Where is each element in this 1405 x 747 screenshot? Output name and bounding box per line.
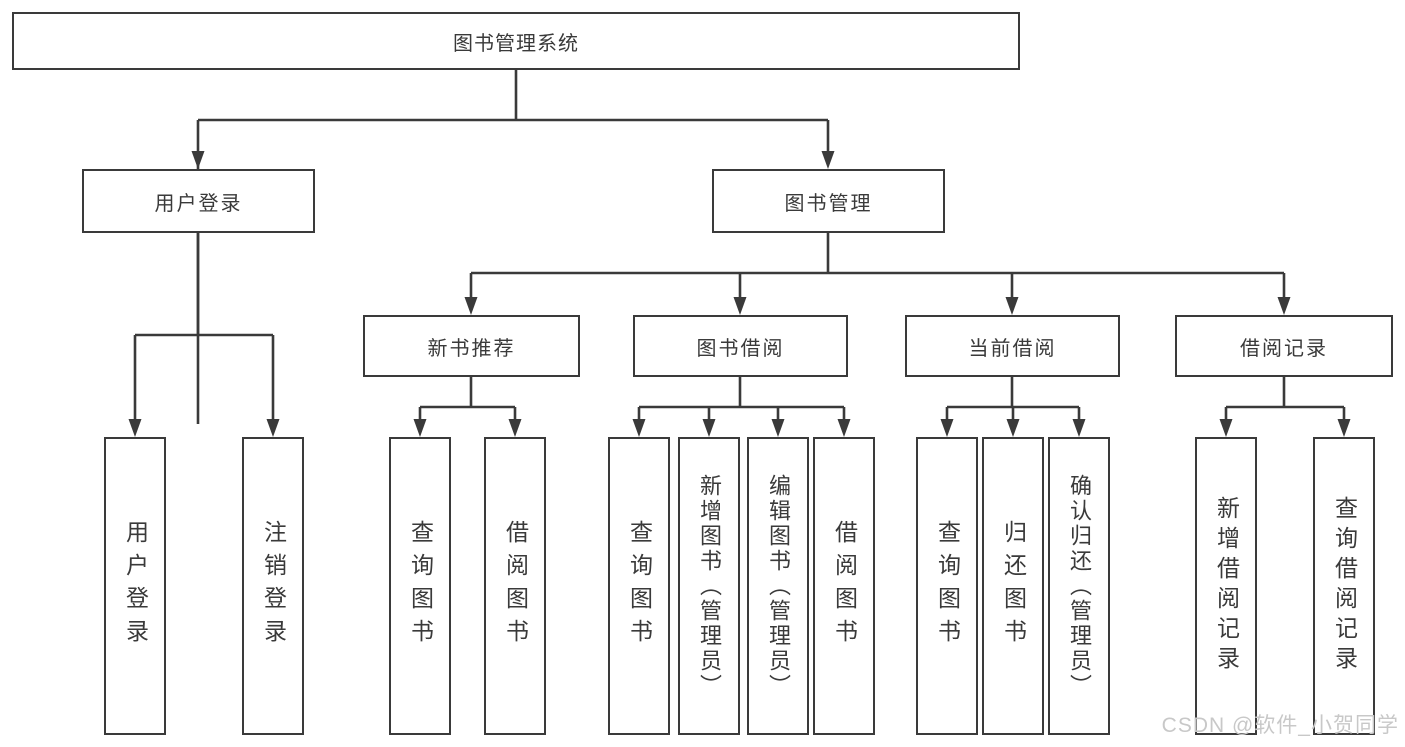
node-label: 当前借阅 — [968, 337, 1057, 360]
leaf-query-books-current: 查询图书 — [916, 437, 978, 735]
node-library-management-system: 图书管理系统 — [12, 12, 1020, 70]
leaf-label: 借阅图书 — [502, 520, 529, 652]
leaf-label: 查询借阅记录 — [1331, 496, 1358, 676]
leaf-confirm-return-admin: 确认归还（管理员） — [1048, 437, 1110, 735]
leaf-user-login: 用户登录 — [104, 437, 166, 735]
node-label: 图书管理系统 — [453, 32, 579, 55]
leaf-label: 新增图书（管理员） — [697, 473, 722, 699]
leaf-add-borrow-record: 新增借阅记录 — [1195, 437, 1257, 735]
node-label: 借阅记录 — [1240, 337, 1328, 360]
leaf-label: 查询图书 — [626, 520, 653, 652]
node-label: 新书推荐 — [427, 337, 516, 360]
leaf-add-books-admin: 新增图书（管理员） — [678, 437, 740, 735]
leaf-label: 编辑图书（管理员） — [766, 473, 791, 699]
leaf-label: 查询图书 — [407, 520, 434, 652]
leaf-label: 新增借阅记录 — [1213, 496, 1240, 676]
leaf-borrow-books: 借阅图书 — [813, 437, 875, 735]
node-current-borrowing: 当前借阅 — [905, 315, 1120, 377]
csdn-watermark: CSDN @软件_小贺同学 — [1161, 714, 1399, 737]
leaf-query-books-recommend: 查询图书 — [389, 437, 451, 735]
leaf-label: 查询图书 — [934, 520, 961, 652]
node-borrowing-records: 借阅记录 — [1175, 315, 1393, 377]
node-label: 图书借阅 — [696, 337, 785, 360]
node-book-management: 图书管理 — [712, 169, 945, 233]
leaf-label: 借阅图书 — [831, 520, 858, 652]
leaf-edit-books-admin: 编辑图书（管理员） — [747, 437, 809, 735]
leaf-return-books: 归还图书 — [982, 437, 1044, 735]
leaf-query-borrow-record: 查询借阅记录 — [1313, 437, 1375, 735]
node-label: 图书管理 — [784, 192, 873, 215]
arrowheads — [128, 151, 1351, 437]
leaf-query-books-borrow: 查询图书 — [608, 437, 670, 735]
leaf-label: 注销登录 — [260, 520, 287, 652]
leaf-logout-login: 注销登录 — [242, 437, 304, 735]
leaf-label: 归还图书 — [1000, 520, 1027, 652]
node-label: 用户登录 — [154, 192, 243, 215]
leaf-borrow-books-recommend: 借阅图书 — [484, 437, 546, 735]
leaf-label: 确认归还（管理员） — [1067, 473, 1092, 699]
node-book-borrowing: 图书借阅 — [633, 315, 848, 377]
leaf-label: 用户登录 — [122, 520, 149, 652]
node-new-book-recommendation: 新书推荐 — [363, 315, 580, 377]
node-user-login: 用户登录 — [82, 169, 315, 233]
